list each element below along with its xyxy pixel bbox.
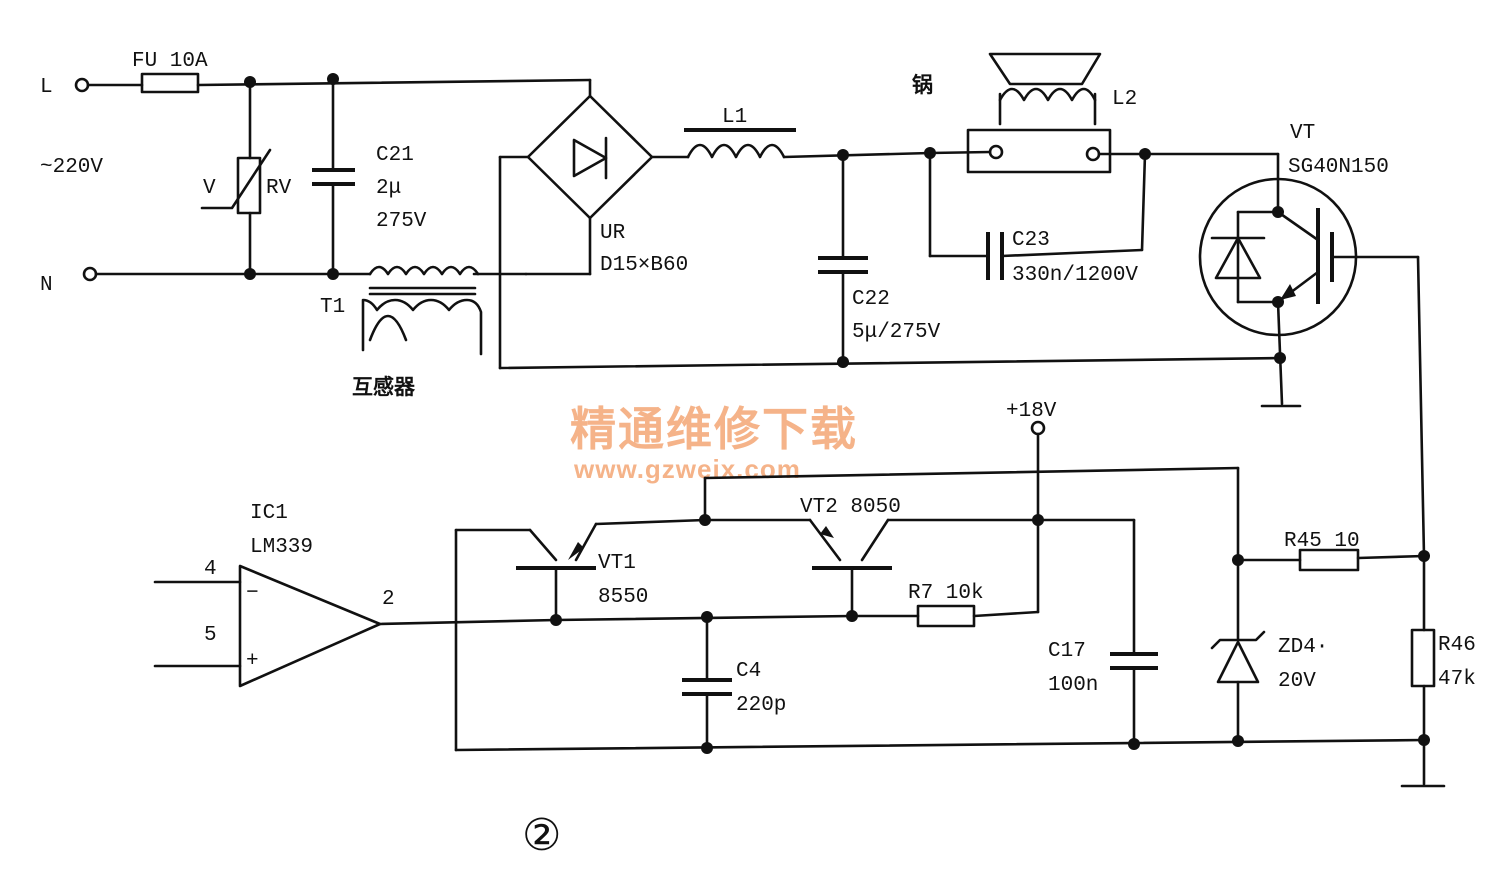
watermark-title: 精通维修下载 [570, 402, 858, 456]
igbt-vt: VT SG40N150 [1143, 122, 1426, 558]
varistor-v-label: V [203, 177, 216, 200]
ic1-minus-sign: − [246, 582, 259, 605]
supply-label: +18V [1006, 400, 1057, 423]
t1-name: T1 [320, 296, 345, 319]
zd4-name: ZD4· [1278, 636, 1328, 659]
pin4-label: 4 [204, 558, 217, 581]
fuse-label: FU 10A [132, 50, 208, 73]
watermark-url: www.gzweix.com [573, 454, 801, 484]
resistor-r45: R45 10 [1236, 530, 1426, 572]
fuse-fu: FU 10A [86, 50, 592, 94]
ac-input-label: ~220V [40, 156, 103, 179]
ground-return-wire [498, 356, 1284, 370]
l1-name: L1 [722, 106, 747, 129]
pot-label: 锅 [912, 73, 933, 97]
t1-caption: 互感器 [352, 375, 416, 399]
r45-label: R45 10 [1284, 530, 1360, 553]
bridge-rectifier-ur: UR D15×B60 [498, 78, 688, 370]
r46-value: 47k [1438, 668, 1476, 691]
c21-name: C21 [376, 144, 414, 167]
ur-name: UR [600, 222, 626, 245]
vt2-label: VT2 8050 [800, 496, 901, 519]
transistor-vt1: VT1 8550 [454, 518, 707, 622]
r46-name: R46 [1438, 634, 1476, 657]
supply-18v: +18V [1006, 400, 1057, 522]
bottom-ground-wire [454, 738, 1426, 752]
vt-name: VT [1290, 122, 1315, 145]
ur-part: D15×B60 [600, 254, 688, 277]
capacitor-c4: C4 220p [682, 614, 786, 750]
resistor-r7: R7 10k [850, 518, 1040, 628]
ic1-name: IC1 [250, 502, 288, 525]
ic1-plus-sign: + [246, 650, 259, 673]
capacitor-c21: C21 2μ 275V [312, 78, 427, 276]
c17-name: C17 [1048, 640, 1086, 663]
vt1-name: VT1 [598, 552, 636, 575]
pot-coil-l2: 锅 L2 [912, 52, 1147, 174]
terminal-l-label: L [40, 76, 53, 99]
c23-value: 330n/1200V [1012, 264, 1138, 287]
resistor-r46: R46 47k [1400, 554, 1476, 788]
comparator-ic1: − + 4 5 2 IC1 LM339 [153, 502, 558, 688]
drive-bus-top [703, 466, 1240, 480]
zd4-value: 20V [1278, 670, 1316, 693]
c17-value: 100n [1048, 674, 1098, 697]
pin2-label: 2 [382, 588, 395, 611]
l2-name: L2 [1112, 88, 1137, 111]
capacitor-c17: C17 100n [1036, 518, 1158, 746]
capacitor-c23: C23 330n/1200V [928, 151, 1147, 287]
input-terminal-l: L [40, 76, 90, 99]
c4-name: C4 [736, 660, 761, 683]
junction-dots [244, 73, 1430, 754]
vt1-part: 8550 [598, 586, 648, 609]
transistor-vt2: VT2 8050 [703, 496, 1040, 618]
figure-number: ② [522, 810, 561, 861]
terminal-n-label: N [40, 274, 53, 297]
c23-name: C23 [1012, 229, 1050, 252]
c22-value: 5μ/275V [852, 321, 941, 344]
r7-label: R7 10k [908, 582, 984, 605]
transformer-t1: T1 互感器 [320, 265, 483, 399]
varistor-rv: V RV [200, 83, 292, 276]
ic1-part: LM339 [250, 536, 313, 559]
c22-name: C22 [852, 288, 890, 311]
inductor-l1: L1 [650, 106, 932, 159]
c4-value: 220p [736, 694, 786, 717]
varistor-rv-label: RV [266, 177, 292, 200]
c21-voltage: 275V [376, 210, 427, 233]
input-terminal-n: N [40, 266, 98, 297]
vt-part: SG40N150 [1288, 156, 1389, 179]
pin5-label: 5 [204, 624, 217, 647]
capacitor-c22: C22 5μ/275V [818, 153, 941, 364]
c21-value: 2μ [376, 177, 401, 200]
zener-zd4: ZD4· 20V [1210, 558, 1328, 742]
